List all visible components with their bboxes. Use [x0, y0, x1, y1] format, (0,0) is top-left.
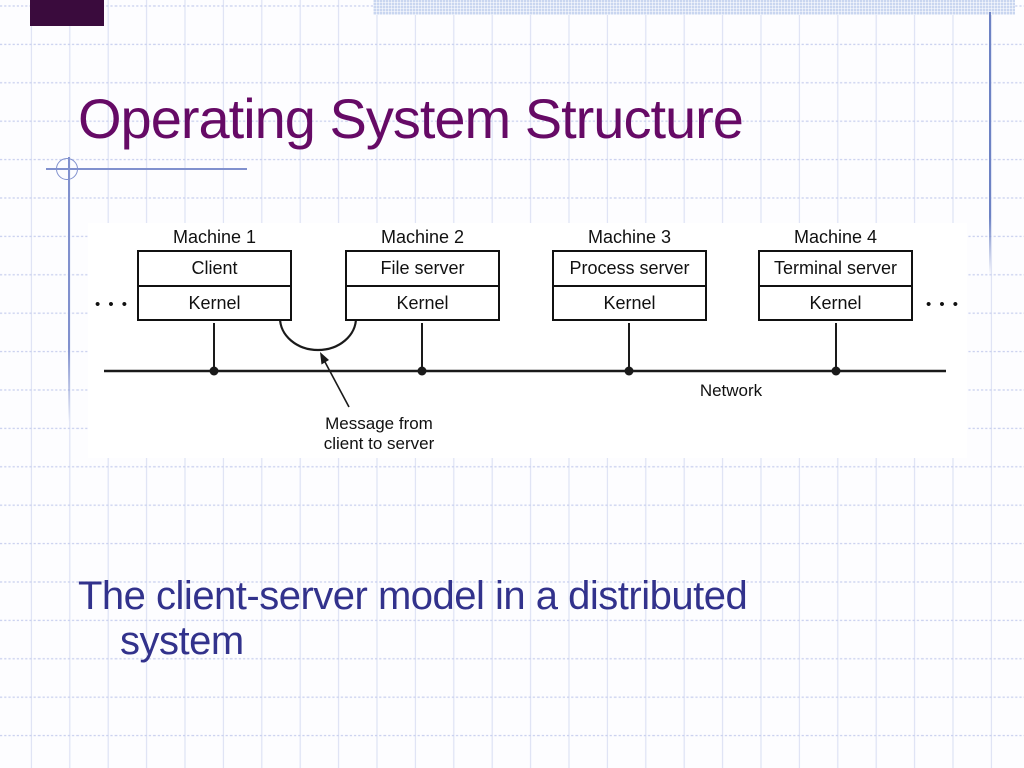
- network-label: Network: [699, 381, 763, 400]
- machine-1-group: Machine 1 Client Kernel: [137, 227, 292, 321]
- machine-3-process-cell: Process server: [554, 252, 705, 287]
- machine-3-label: Machine 3: [587, 227, 672, 247]
- machine-3-box: Process server Kernel: [552, 250, 707, 321]
- machine-3-kernel-cell: Kernel: [603, 293, 656, 313]
- machine-1-process-cell: Client: [139, 252, 290, 287]
- ellipsis-right: • • •: [925, 296, 961, 313]
- network-junction-dot: [417, 366, 427, 376]
- machine-4-box: Terminal server Kernel: [758, 250, 913, 321]
- caption-line-2: system: [120, 619, 244, 663]
- machine-2-kernel-cell: Kernel: [396, 293, 449, 313]
- machine-1-label: Machine 1: [172, 227, 257, 247]
- network-junction-dot: [209, 366, 219, 376]
- corner-accent-box: [30, 0, 104, 26]
- message-curve: [278, 271, 358, 352]
- pointer-arrowhead: [320, 352, 329, 365]
- title-underline: [46, 168, 247, 170]
- machine-4-process-cell: Terminal server: [760, 252, 911, 287]
- machine-2-group: Machine 2 File server Kernel: [345, 227, 500, 321]
- network-junction-dot: [624, 366, 634, 376]
- title-circle-ornament: [56, 158, 78, 180]
- message-annotation: Message from client to server: [311, 414, 447, 454]
- machine-1-box: Client Kernel: [137, 250, 292, 321]
- message-annotation-line2: client to server: [323, 434, 435, 453]
- machine-1-kernel-cell: Kernel: [188, 293, 241, 313]
- right-accent-line: [989, 12, 991, 275]
- page-title: Operating System Structure: [78, 87, 744, 150]
- machine-4-kernel-cell: Kernel: [809, 293, 862, 313]
- top-accent-bar: [373, 0, 1015, 15]
- network-junction-dot: [831, 366, 841, 376]
- message-pointer-line: [324, 361, 350, 408]
- machine-4-label: Machine 4: [793, 227, 878, 247]
- machine-4-group: Machine 4 Terminal server Kernel: [758, 227, 913, 321]
- caption-line-1: The client-server model in a distributed: [78, 574, 748, 618]
- message-annotation-line1: Message from: [325, 414, 433, 433]
- machine-2-process-cell: File server: [347, 252, 498, 287]
- ellipsis-left: • • •: [94, 296, 130, 313]
- machine-2-box: File server Kernel: [345, 250, 500, 321]
- machine-3-group: Machine 3 Process server Kernel: [552, 227, 707, 321]
- left-accent-line: [68, 157, 70, 422]
- machine-2-label: Machine 2: [380, 227, 465, 247]
